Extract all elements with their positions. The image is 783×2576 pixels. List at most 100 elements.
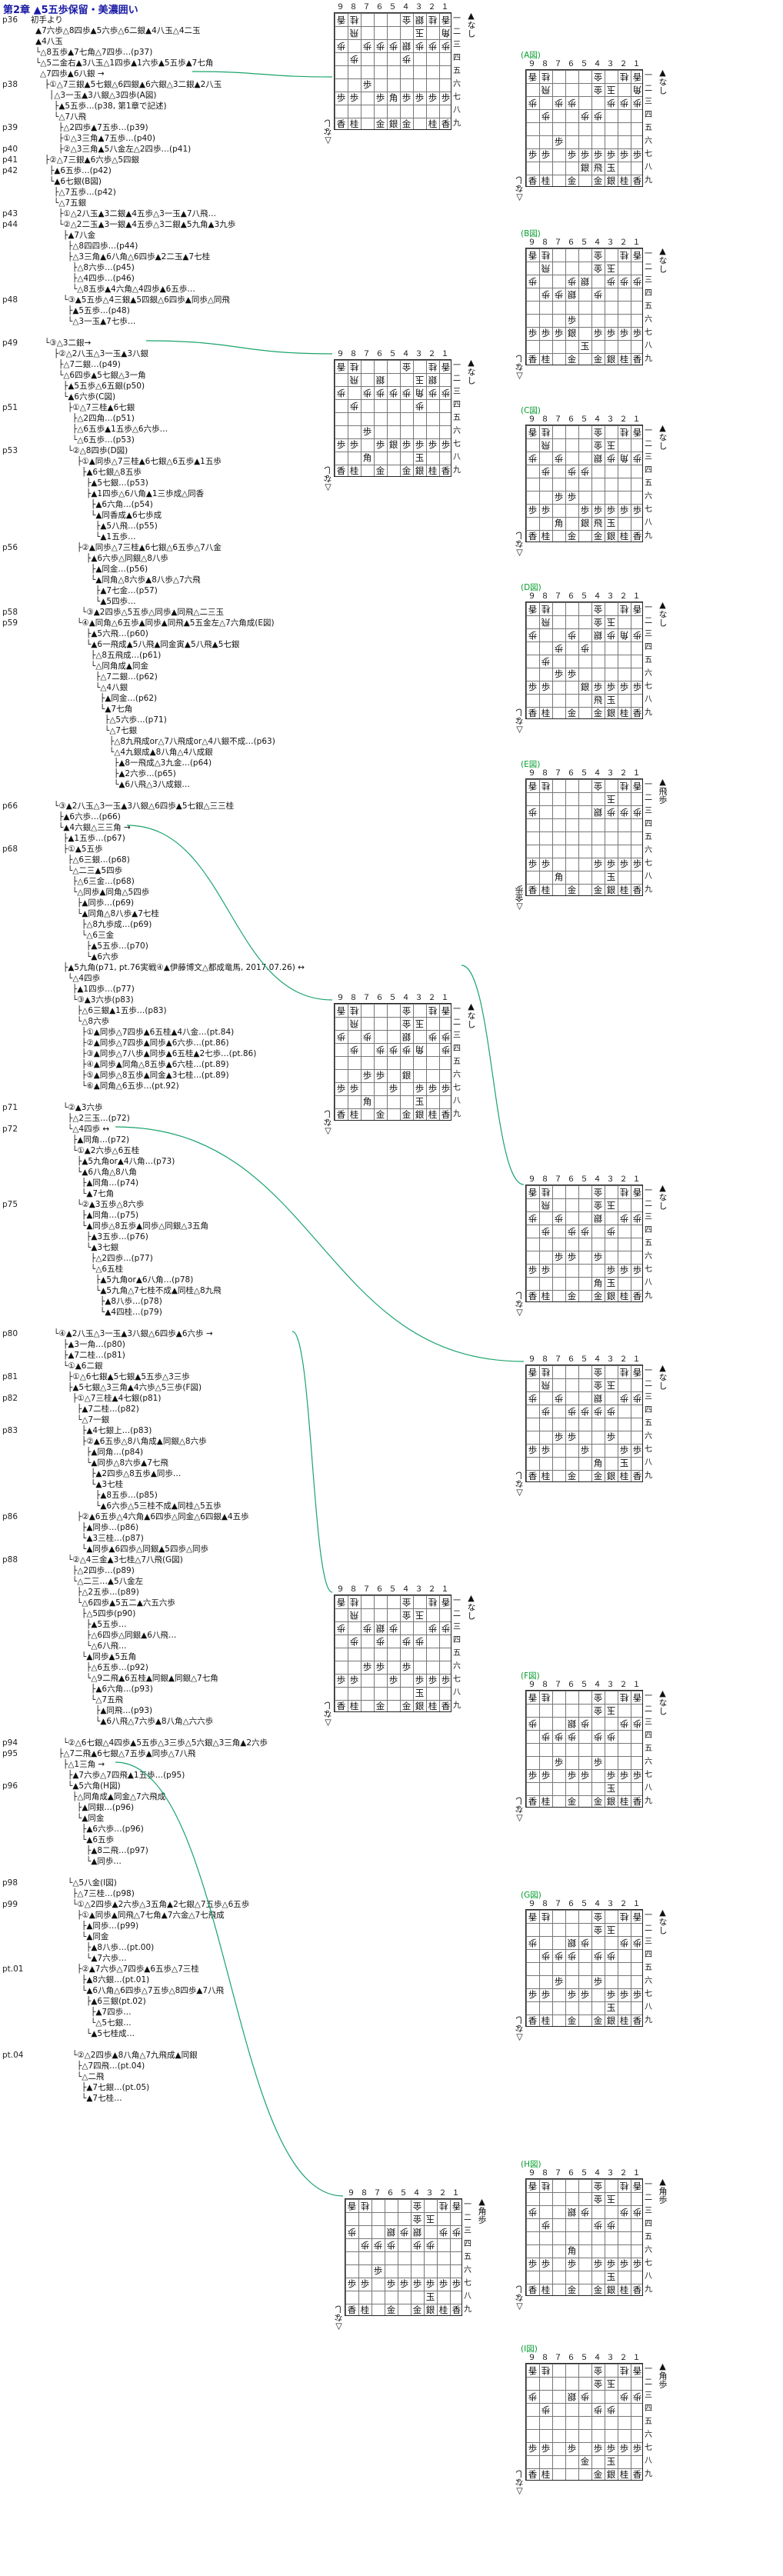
variation-line: └▲6一飛成▲5八飛▲同金寅▲5八飛▲5七銀	[86, 640, 240, 649]
shogi-piece: 歩	[349, 1675, 359, 1685]
shogi-piece: 歩	[567, 1251, 577, 1262]
shogi-piece: 歩	[632, 98, 642, 108]
shogi-piece: 歩	[541, 1265, 551, 1275]
variation-line: △7四歩▲6八銀 →	[40, 69, 105, 78]
shogi-piece: 香	[528, 427, 538, 438]
shogi-piece: 歩	[554, 1431, 564, 1442]
shogi-piece: 金	[412, 2201, 422, 2211]
variation-line: ├▲2六歩…(p65)	[114, 769, 176, 778]
variation-line: └▲6八飛△3八成銀…	[114, 780, 190, 789]
shogi-piece: 歩	[375, 92, 385, 103]
shogi-piece: 歩	[399, 2278, 409, 2289]
shogi-piece: 玉	[606, 1200, 616, 1211]
gote-hand: ▲なし	[466, 1593, 476, 1620]
shogi-piece: 歩	[362, 79, 372, 90]
variation-line: ├①△6七銀▲5七銀▲5五歩△3三歩	[68, 1372, 190, 1381]
shogi-piece: 金	[593, 781, 603, 791]
shogi-piece: 歩	[606, 2404, 616, 2415]
shogi-piece: 銀	[580, 681, 590, 692]
shogi-piece: 歩	[528, 858, 538, 869]
shogi-piece: 歩	[541, 656, 551, 667]
shogi-piece: 金	[567, 354, 577, 365]
variation-line: ├▲7七銀…(pt.05)	[82, 2083, 150, 2092]
shogi-piece: 銀	[386, 2227, 396, 2238]
variation-line: └△4九銀成▲8八角△4八成銀	[109, 748, 213, 757]
shogi-piece: 金	[593, 2015, 603, 2026]
shogi-piece: 角	[593, 1278, 603, 1288]
shogi-piece: 歩	[415, 92, 425, 103]
shogi-piece: 香	[632, 1911, 642, 1922]
variation-line: ├▲同飛…(p93)	[95, 1706, 153, 1715]
shogi-piece: 歩	[399, 2227, 409, 2238]
shogi-piece: 桂	[541, 1471, 551, 1481]
shogi-piece: 歩	[415, 401, 425, 412]
shogi-piece: 桂	[541, 175, 551, 186]
shogi-piece: 金	[593, 354, 603, 365]
shogi-piece: 歩	[619, 681, 629, 692]
shogi-piece: 香	[528, 1911, 538, 1922]
variation-line: ├①△2八玉▲3二銀▲4五歩△3一玉▲7八飛…	[58, 209, 217, 218]
shogi-piece: 歩	[349, 1083, 359, 1094]
shogi-piece: 歩	[593, 149, 603, 160]
gote-hand: ▲なし	[658, 1363, 668, 1390]
shogi-piece: 歩	[415, 41, 425, 52]
shogi-piece: 金	[375, 1701, 385, 1711]
shogi-piece: 歩	[632, 2207, 642, 2218]
variation-line: └▲6七銀(B図)	[49, 177, 102, 186]
shogi-piece: 香	[632, 1692, 642, 1703]
gote-hand: ▲なし	[658, 1908, 668, 1934]
shogi-piece: 銀	[606, 1291, 616, 1301]
shogi-piece: 香	[528, 604, 538, 615]
shogi-piece: 桂	[541, 354, 551, 365]
shogi-piece: 飛	[593, 162, 603, 173]
variation-line: ├△8九歩成…(p69)	[82, 920, 152, 929]
shogi-piece: 歩	[375, 388, 385, 398]
variation-line: └②△8四歩(D図)	[68, 446, 128, 455]
variation-line: └▲同歩…	[86, 1857, 122, 1866]
shogi-piece: 歩	[375, 41, 385, 52]
shogi-piece: 香	[336, 1701, 346, 1711]
shogi-piece: 金	[593, 1367, 603, 1378]
shogi-piece: 玉	[606, 695, 616, 705]
variation-line: └▲3七桂	[91, 1480, 124, 1489]
shogi-piece: 桂	[619, 1471, 629, 1481]
page-ref: p48	[2, 295, 18, 305]
shogi-piece: 歩	[554, 1951, 564, 1961]
shogi-piece: 歩	[375, 439, 385, 450]
shogi-piece: 桂	[349, 1597, 359, 1608]
shogi-piece: 香	[632, 2181, 642, 2191]
shogi-piece: 歩	[336, 388, 346, 398]
shogi-piece: 香	[528, 2284, 538, 2295]
variation-line: ├▲2四歩△8五歩▲同歩…	[91, 1469, 182, 1478]
variation-line: ├▲5五歩…	[86, 1620, 127, 1629]
shogi-piece: 金	[401, 465, 411, 476]
shogi-piece: 金	[593, 708, 603, 718]
shogi-piece: 桂	[619, 175, 629, 186]
shogi-piece: 歩	[567, 1226, 577, 1237]
shogi-piece: 桂	[438, 2201, 448, 2211]
shogi-piece: 金	[375, 118, 385, 129]
shogi-piece: 桂	[349, 1701, 359, 1711]
variation-line: └▲3三桂…(p87)	[82, 1534, 144, 1543]
variation-line: └③▲2八玉△3一玉▲3八銀△6四歩▲5七銀△三三桂	[54, 801, 235, 811]
shogi-piece: 歩	[567, 1731, 577, 1742]
shogi-piece: 桂	[428, 465, 438, 476]
shogi-piece: 歩	[425, 2240, 435, 2251]
shogi-piece: 歩	[528, 2443, 538, 2454]
shogi-piece: 桂	[428, 15, 438, 25]
variation-line: └△6四歩▲5七銀△3一角	[58, 371, 146, 380]
shogi-piece: 歩	[580, 1718, 590, 1729]
shogi-piece: 歩	[528, 1938, 538, 1948]
variation-line: ├▲5七銀△3三角▲4六歩△5三歩(F図)	[68, 1383, 202, 1392]
shogi-piece: 香	[632, 1796, 642, 1807]
rank-numbers: 一二三四五六七八九	[645, 250, 652, 363]
shogi-piece: 金	[567, 708, 577, 718]
shogi-piece: 歩	[388, 388, 398, 398]
variation-line: ├△6五歩▲1五歩△6六歩…	[72, 425, 168, 434]
shogi-piece: 桂	[349, 1109, 359, 1120]
shogi-piece: 桂	[619, 427, 629, 438]
variation-line: └②△2四歩▲8八角△7九飛成▲同銀	[72, 2051, 198, 2060]
